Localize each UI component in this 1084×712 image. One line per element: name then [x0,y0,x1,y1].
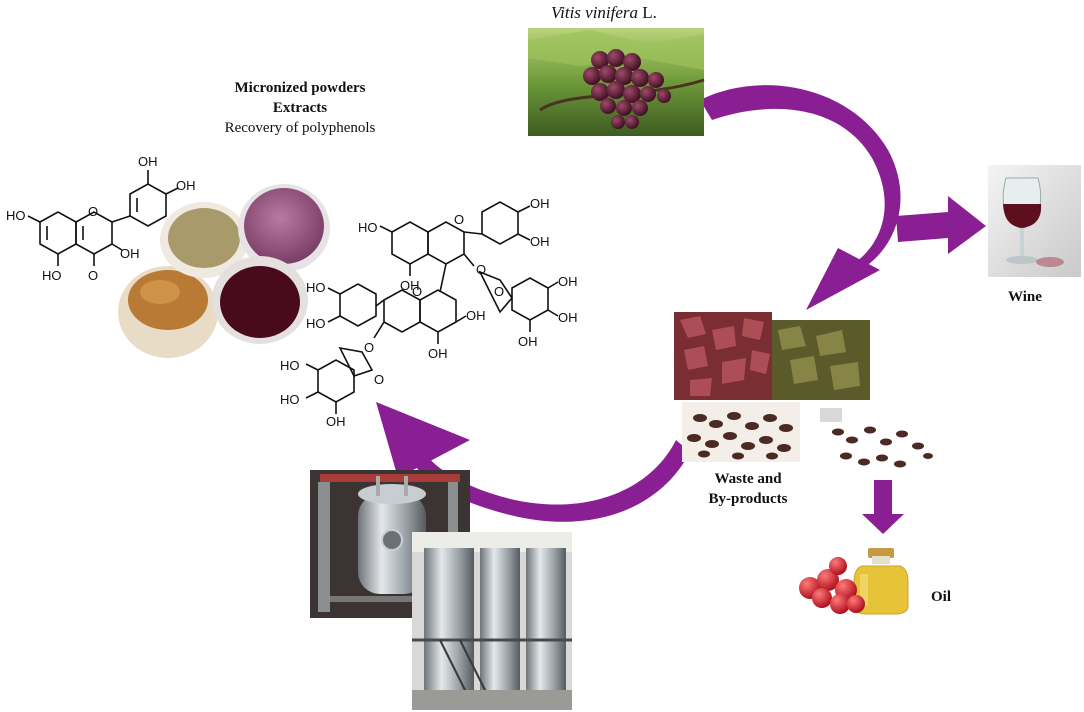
products-label-block: Micronized powders Extracts Recovery of … [190,78,410,138]
arrow-to-wine [896,196,986,254]
procyanidin-oh-4: OH [558,274,578,289]
flavonol-o-keto: O [88,268,98,283]
extracts-jars-photo-icon [118,184,330,358]
wine-glass-photo-icon [988,165,1081,277]
arrow-head-to-byproducts [806,248,880,310]
flavonol-ho-1: HO [6,208,26,223]
procyanidin-oh-5: OH [558,310,578,325]
flavonol-o-ring: O [88,204,98,219]
seeds-scatter-photo-icon [808,404,940,474]
procyanidin-ho-1: HO [358,220,378,235]
flavonol-oh-3: OH [120,246,140,261]
waste-byproducts-label: Waste and By-products [700,469,796,509]
procyanidin-oh-6: OH [518,334,538,349]
grape-seeds-photo-icon [682,402,800,462]
procyanidin-o-2: O [476,262,486,277]
arrow-to-oil [862,480,904,534]
procyanidin-oh-9: OH [326,414,346,429]
products-line-3: Recovery of polyphenols [224,120,376,136]
pomace-photo-icon [674,312,772,400]
flavonol-oh-1: OH [138,154,158,169]
flavonol-oh-2: OH [176,178,196,193]
procyanidin-o-1: O [454,212,464,227]
grape-vine-photo-icon [528,28,705,136]
flavonol-structure [27,170,179,266]
oil-label: Oil [931,589,952,605]
arrow-grapes-to-byproducts [700,85,901,270]
wine-label: Wine [1008,289,1042,305]
procyanidin-ho-4: HO [280,358,300,373]
species-name: Vitis vinifera [551,3,639,22]
oil-bottle-photo-icon [799,548,909,615]
industrial-tanks-photo-icon [412,532,572,710]
procyanidin-ho-5: HO [280,392,300,407]
procyanidin-oh-3: OH [400,278,420,293]
procyanidin-oh-7: OH [466,308,486,323]
procyanidin-ho-3: HO [306,316,326,331]
procyanidin-o-5: O [364,340,374,355]
cycle-arrows [376,85,986,534]
procyanidin-ho-2: HO [306,280,326,295]
waste-label-line-1: Waste and [714,471,782,487]
procyanidin-o-4: O [412,284,422,299]
dried-leaves-photo-icon [772,320,870,400]
procyanidin-oh-1: OH [530,196,550,211]
procyanidin-o-6: O [374,372,384,387]
procyanidin-oh-8: OH [428,346,448,361]
procyanidin-oh-2: OH [530,234,550,249]
procyanidin-structure [305,201,559,414]
products-line-1: Micronized powders [234,80,366,96]
procyanidin-o-3: O [494,284,504,299]
species-title: Vitis vinifera L. [551,3,657,23]
arrow-head-to-extracts [376,402,470,478]
flavonol-ho-2: HO [42,268,62,283]
waste-label-line-2: By-products [708,491,788,507]
products-line-2: Extracts [272,100,328,116]
arrow-byproducts-to-extracts [412,440,690,522]
species-authority: L. [642,3,657,22]
